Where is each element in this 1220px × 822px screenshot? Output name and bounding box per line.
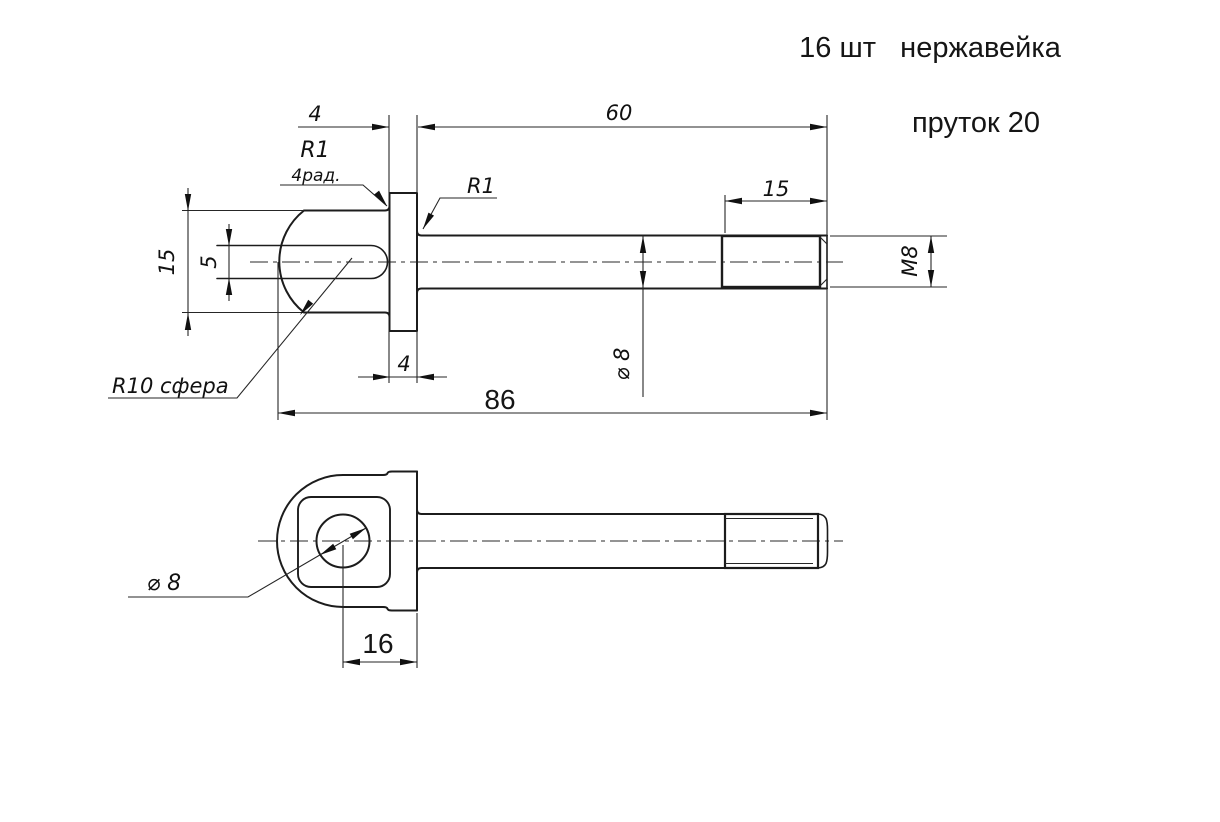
label-fillet-places: 4рад.	[291, 166, 340, 186]
shaft-bottom-edge	[416, 287, 828, 294]
thread-minor-lines	[725, 517, 813, 565]
side-shaft-bottom	[416, 567, 726, 574]
dim-collar-width-bottom: 4	[397, 352, 410, 376]
dim-thread-length: 15	[763, 177, 790, 201]
thread-chamfer-marks	[818, 235, 828, 288]
label-fillet-shaft: R1	[467, 174, 495, 198]
thread-section	[720, 234, 822, 289]
side-top-outline	[342, 470, 418, 476]
dim-overall-length: 86	[484, 384, 515, 415]
side-view: ⌀ 8 16	[128, 470, 843, 668]
leader-sphere	[108, 257, 353, 399]
head-bottom-edge	[303, 311, 391, 318]
sphere-head-arc	[278, 209, 305, 314]
slot-outline	[216, 244, 389, 280]
note-quantity-material: 16 шт нержавейка	[799, 32, 1062, 64]
side-thread-section	[723, 512, 820, 570]
label-thread: M8	[898, 245, 922, 276]
dim-slot-width: 5	[197, 255, 221, 268]
label-fillet-head: R1	[300, 138, 329, 163]
label-sphere-radius: R10 сфера	[112, 374, 229, 398]
thread-end-cap	[817, 513, 829, 569]
note-stock: пруток 20	[912, 107, 1040, 139]
leader-fillet-shaft	[422, 197, 497, 230]
front-extension-lines	[182, 115, 947, 420]
dim-head-height: 15	[155, 249, 179, 276]
notes: 16 шт нержавейка пруток 20	[799, 32, 1062, 139]
sphere-silhouette	[276, 474, 344, 608]
head-flat-face	[297, 496, 391, 588]
collar-outline	[388, 192, 418, 332]
dim-shaft-length: 60	[606, 101, 633, 125]
side-shaft-top	[416, 508, 726, 515]
dim-hole-diameter: ⌀ 8	[147, 571, 181, 596]
dim-head-width: 16	[362, 628, 393, 659]
front-view: 4 60 R1 4рад. R1 15 5 R10 сфера ⌀ 8 15 M…	[108, 101, 947, 420]
side-bottom-outline	[342, 606, 418, 612]
dim-collar-width-top: 4	[308, 102, 321, 126]
dim-shaft-diameter: ⌀ 8	[610, 348, 634, 381]
head-top-edge	[303, 205, 391, 212]
leader-fillet-head	[280, 184, 388, 207]
front-leader-lines	[108, 184, 497, 399]
shaft-top-edge	[416, 230, 828, 237]
